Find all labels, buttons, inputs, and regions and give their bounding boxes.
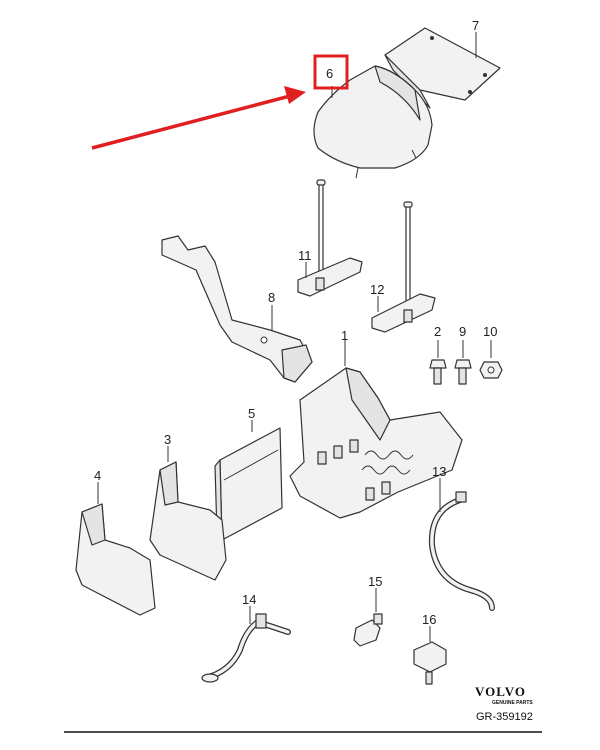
- callout-9: 9: [459, 324, 466, 339]
- part-9-bolt: [454, 359, 472, 385]
- part-6-battery-cover: [313, 65, 433, 179]
- callout-8: 8: [268, 290, 275, 305]
- callout-5: 5: [248, 406, 255, 421]
- part-8-bracket: [161, 235, 313, 383]
- callout-13: 13: [432, 464, 446, 479]
- part-13-cable: [428, 491, 495, 611]
- part-3-shield: [149, 461, 227, 581]
- part-16-clamp: [413, 641, 447, 685]
- part-15-connector: [353, 613, 383, 647]
- highlight-box: [313, 54, 349, 90]
- brand-logo-text: VOLVO: [475, 684, 526, 699]
- callout-12: 12: [370, 282, 384, 297]
- callout-6: 6: [326, 66, 333, 81]
- part-4-shield: [75, 503, 156, 616]
- callout-2: 2: [434, 324, 441, 339]
- part-11-hold-down: [297, 179, 363, 297]
- callout-14: 14: [242, 592, 256, 607]
- part-12-hold-down: [371, 201, 436, 333]
- part-2-bolt: [429, 359, 447, 385]
- figure-reference: GR-359192: [476, 711, 533, 723]
- brand-subtitle: GENUINE PARTS: [492, 700, 533, 706]
- part-14-hose: [201, 613, 291, 683]
- callout-4: 4: [94, 468, 101, 483]
- callout-10: 10: [483, 324, 497, 339]
- callout-15: 15: [368, 574, 382, 589]
- callout-16: 16: [422, 612, 436, 627]
- callout-7: 7: [472, 18, 479, 33]
- part-10-nut: [479, 361, 503, 379]
- highlight-arrow-shaft: [91, 94, 291, 150]
- callout-3: 3: [164, 432, 171, 447]
- part-5-panel: [214, 427, 283, 541]
- highlight-arrow-head: [284, 86, 306, 104]
- highlight-annotation: [91, 54, 349, 150]
- callout-11: 11: [298, 248, 312, 263]
- part-1-battery-tray: [289, 367, 463, 519]
- callout-1: 1: [341, 328, 348, 343]
